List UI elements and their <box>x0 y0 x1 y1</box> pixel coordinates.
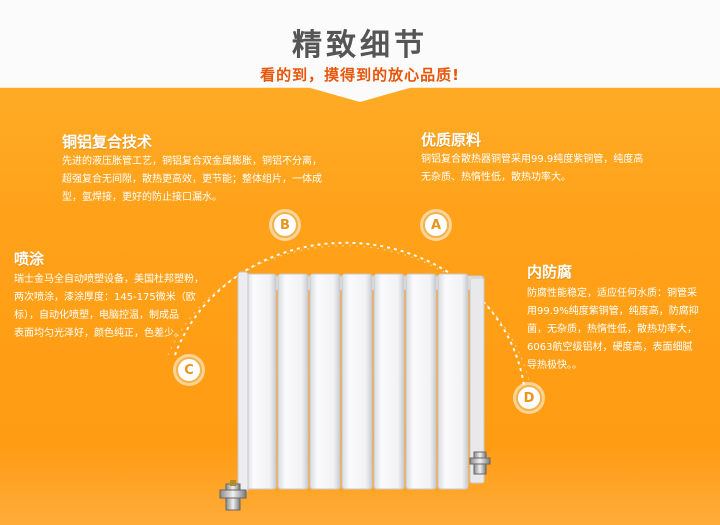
section-title-materials: 优质原料 <box>421 131 482 149</box>
text-line: 用99.9%纯度紫铜管，纯度高，防腐抑 <box>527 306 699 317</box>
marker-c-icon: C <box>176 357 202 383</box>
text-line: 表面均匀光泽好，颜色纯正，色差少。 <box>14 328 184 339</box>
section-body-coating: 瑞士金马全自动喷塑设备，美国杜邦塑粉， 两次喷涂，漆涂厚度：145-175微米（… <box>14 271 224 343</box>
section-title-coating: 喷涂 <box>14 250 45 268</box>
text-line: 先进的液压胀管工艺，铜铝复合双金属膨胀，铜铝不分离， <box>62 156 322 167</box>
text-line: 铜铝复合散热器铜管采用99.9纯度紫铜管，纯度高 <box>421 154 644 165</box>
text-line: 防腐性能稳定，适应任何水质：铜管采 <box>527 288 697 299</box>
text-line: 超强复合无间隙，散热更高效，更节能；整体组片，一体成 <box>62 174 322 185</box>
section-title-technology: 铜铝复合技术 <box>62 133 153 151</box>
section-body-anticorrosion: 防腐性能稳定，适应任何水质：铜管采 用99.9%纯度紫铜管，纯度高，防腐抑 菌，… <box>527 285 717 375</box>
text-line: 导热极快。。 <box>527 360 582 371</box>
text-line: 标），自动化喷塑，电脑控温，制成品 <box>14 310 179 321</box>
text-line: 无杂质、热惰性低，散热功率大。 <box>421 172 571 183</box>
header-band <box>0 0 720 102</box>
section-body-technology: 先进的液压胀管工艺，铜铝复合双金属膨胀，铜铝不分离， 超强复合无间隙，散热更高效… <box>62 153 332 207</box>
radiator-image <box>219 271 491 511</box>
page-subtitle: 看的到，摸得到的放心品质! <box>260 66 460 84</box>
section-title-anticorrosion: 内防腐 <box>527 263 573 281</box>
text-line: 6063航空级铝材，硬度高，表面细腻 <box>527 342 693 353</box>
text-line: 两次喷涂，漆涂厚度：145-175微米（欧 <box>14 292 196 303</box>
text-line: 型，氩焊接，更好的防止接口漏水。 <box>62 192 222 203</box>
marker-a-icon: A <box>423 212 449 238</box>
page-title: 精致细节 <box>292 28 428 63</box>
text-line: 瑞士金马全自动喷塑设备，美国杜邦塑粉， <box>14 274 204 285</box>
marker-b-icon: B <box>272 212 298 238</box>
text-line: 菌，无杂质，热惰性低，散热功率大， <box>527 324 697 335</box>
marker-d-icon: D <box>516 385 542 411</box>
section-body-materials: 铜铝复合散热器铜管采用99.9纯度紫铜管，纯度高 无杂质、热惰性低，散热功率大。 <box>421 151 701 187</box>
